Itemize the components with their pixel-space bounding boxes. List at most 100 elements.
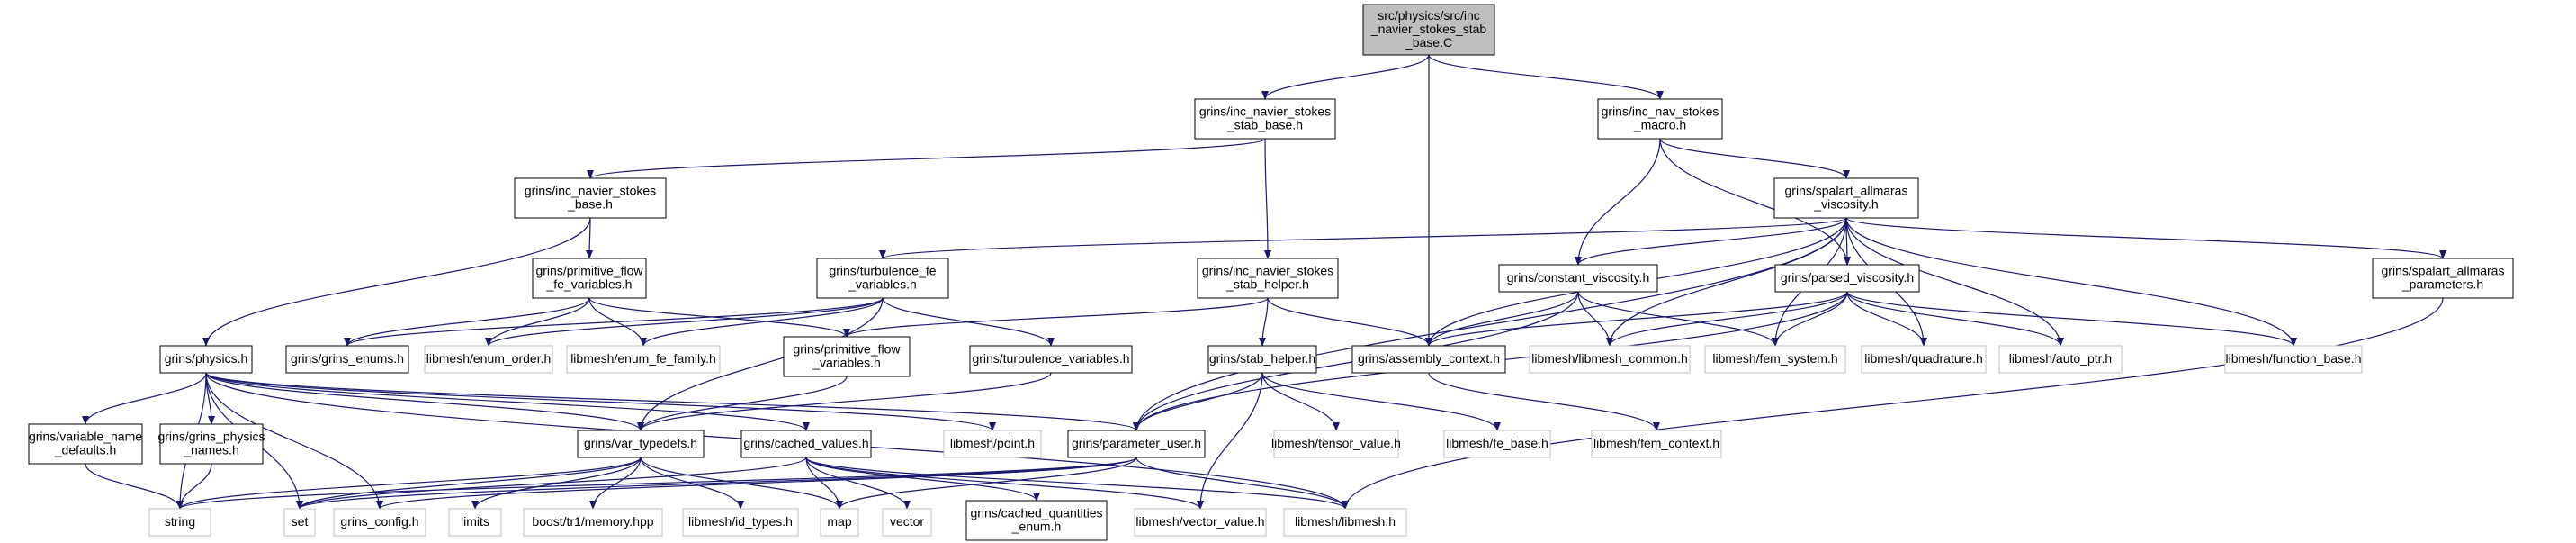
node-box — [1194, 98, 1336, 140]
edge-spalart-visc-to-turb-fe — [879, 217, 1847, 259]
node-map: map — [820, 508, 859, 537]
node-box — [1273, 430, 1399, 458]
node-turb-fe[interactable]: grins/turbulence_fe_variables.h — [816, 258, 949, 299]
node-label: libmesh/point.h — [950, 436, 1035, 450]
edge-physics-to-var-name-defaults — [82, 372, 207, 425]
node-vector-value: libmesh/vector_value.h — [1134, 508, 1267, 537]
node-box — [965, 500, 1108, 541]
node-label: libmesh/libmesh.h — [1295, 514, 1396, 529]
edge-cached-values-to-vector-value — [805, 457, 1204, 510]
edge-constant-visc-to-libmesh-common — [1577, 291, 1613, 347]
node-box — [740, 430, 872, 458]
edge-root-to-inc-ns-stab-base — [1261, 54, 1430, 100]
node-box — [783, 336, 911, 377]
node-memory-hpp: boost/tr1/memory.hpp — [523, 508, 663, 537]
node-grins-enums[interactable]: grins/grins_enums.h — [285, 345, 409, 374]
node-param-user[interactable]: grins/parameter_user.h — [1067, 430, 1206, 458]
edge-assembly-ctx-to-fem-context — [1428, 372, 1660, 431]
node-limits: limits — [448, 508, 502, 537]
edge-turb-fe-to-grins-enums — [344, 297, 884, 347]
node-inc-ns-stab-helper[interactable]: grins/inc_navier_stokes_stab_helper.h — [1197, 258, 1339, 299]
node-physics[interactable]: grins/physics.h — [159, 345, 253, 374]
node-label: _stab_base.h — [1226, 118, 1303, 132]
node-spalart-visc[interactable]: grins/spalart_allmaras_viscosity.h — [1773, 177, 1919, 219]
node-box — [285, 345, 409, 374]
node-label: libmesh/fe_base.h — [1446, 436, 1548, 450]
node-label: grins/var_typedefs.h — [584, 436, 697, 450]
node-label: libmesh/enum_order.h — [426, 351, 552, 366]
node-turb-vars[interactable]: grins/turbulence_variables.h — [969, 345, 1133, 374]
node-label: _viscosity.h — [1813, 197, 1878, 212]
node-cached-values[interactable]: grins/cached_values.h — [740, 430, 872, 458]
edge-inc-ns-stab-helper-to-assembly-ctx — [1267, 297, 1432, 347]
node-auto-ptr: libmesh/auto_ptr.h — [1998, 345, 2123, 374]
node-set: set — [283, 508, 316, 537]
edge-prim-flow-fe-to-grins-enums — [344, 297, 590, 347]
node-label: grins/inc_navier_stokes — [1199, 104, 1331, 119]
node-label: _variables.h — [812, 356, 881, 370]
node-label: libmesh/vector_value.h — [1135, 514, 1264, 529]
node-box — [424, 345, 553, 374]
node-label: _macro.h — [1633, 118, 1686, 132]
node-function-base: libmesh/function_base.h — [2224, 345, 2363, 374]
edge-physics-to-point — [205, 372, 996, 431]
node-physics-names[interactable]: grins/grins_physics_names.h — [157, 423, 265, 465]
edge-spalart-visc-to-spalart-params — [1845, 217, 2446, 259]
node-constant-visc[interactable]: grins/constant_viscosity.h — [1498, 264, 1658, 293]
node-label: libmesh/enum_fe_family.h — [570, 351, 716, 366]
node-var-typedefs[interactable]: grins/var_typedefs.h — [577, 430, 705, 458]
edge-inc-ns-stab-helper-to-stab-helper — [1259, 297, 1269, 347]
node-assembly-ctx[interactable]: grins/assembly_context.h — [1351, 345, 1506, 374]
node-box — [532, 258, 647, 299]
node-label: _defaults.h — [54, 443, 117, 457]
node-enum-fe-family: libmesh/enum_fe_family.h — [566, 345, 721, 374]
node-label: grins/primitive_flow — [793, 342, 901, 357]
node-box — [1197, 258, 1339, 299]
edge-constant-visc-to-assembly-ctx — [1425, 291, 1579, 347]
node-var-name-defaults[interactable]: grins/variable_name_defaults.h — [28, 423, 143, 465]
node-box — [816, 258, 949, 299]
node-prim-flow-vars[interactable]: grins/primitive_flow_variables.h — [783, 336, 911, 377]
node-cached-quant-enum[interactable]: grins/cached_quantities_enum.h — [965, 500, 1108, 541]
node-label: _fe_variables.h — [546, 277, 633, 292]
node-inc-ns-stab-base[interactable]: grins/inc_navier_stokes_stab_base.h — [1194, 98, 1336, 140]
node-grins-config: grins_config.h — [333, 508, 426, 537]
node-box — [1134, 508, 1267, 537]
node-parsed-visc[interactable]: grins/parsed_viscosity.h — [1774, 264, 1920, 293]
edge-cached-values-to-set — [296, 457, 807, 510]
node-label: grins/constant_viscosity.h — [1507, 270, 1649, 285]
node-label: grins/variable_name — [29, 430, 142, 444]
node-box — [448, 508, 502, 537]
edge-var-name-defaults-to-string — [85, 463, 184, 510]
edge-parsed-visc-to-fem-system — [1772, 291, 1848, 347]
edge-var-typedefs-to-string — [176, 457, 642, 510]
node-root[interactable]: src/physics/src/inc_navier_stokes_stab_b… — [1362, 4, 1495, 56]
node-point: libmesh/point.h — [943, 430, 1042, 458]
node-label: boost/tr1/memory.hpp — [532, 514, 653, 529]
node-box — [943, 430, 1042, 458]
node-box — [969, 345, 1133, 374]
node-label: grins/primitive_flow — [535, 264, 643, 278]
node-label: grins/inc_nav_stokes — [1602, 104, 1719, 119]
node-box — [1861, 345, 1987, 374]
node-box — [1283, 508, 1407, 537]
node-inc-nav-macro[interactable]: grins/inc_nav_stokes_macro.h — [1597, 98, 1723, 140]
node-label: _variables.h — [848, 277, 917, 292]
node-box — [1207, 345, 1317, 374]
node-prim-flow-fe[interactable]: grins/primitive_flow_fe_variables.h — [532, 258, 647, 299]
node-inc-ns-base[interactable]: grins/inc_navier_stokes_base.h — [514, 177, 667, 219]
node-label: grins/parsed_viscosity.h — [1781, 270, 1914, 285]
edges-layer — [82, 54, 2446, 510]
node-label: grins/inc_navier_stokes — [525, 184, 656, 198]
node-fe-base: libmesh/fe_base.h — [1443, 430, 1551, 458]
node-box — [2224, 345, 2363, 374]
edge-cached-values-to-vector — [805, 457, 911, 510]
node-label: libmesh/fem_context.h — [1593, 436, 1719, 450]
edge-stab-helper-to-vector-value — [1197, 372, 1263, 510]
node-label: _names.h — [183, 443, 238, 457]
node-box — [514, 177, 667, 219]
node-box — [333, 508, 426, 537]
node-label: string — [165, 514, 195, 529]
node-stab-helper[interactable]: grins/stab_helper.h — [1207, 345, 1317, 374]
node-spalart-params[interactable]: grins/spalart_allmaras_parameters.h — [2372, 258, 2514, 299]
